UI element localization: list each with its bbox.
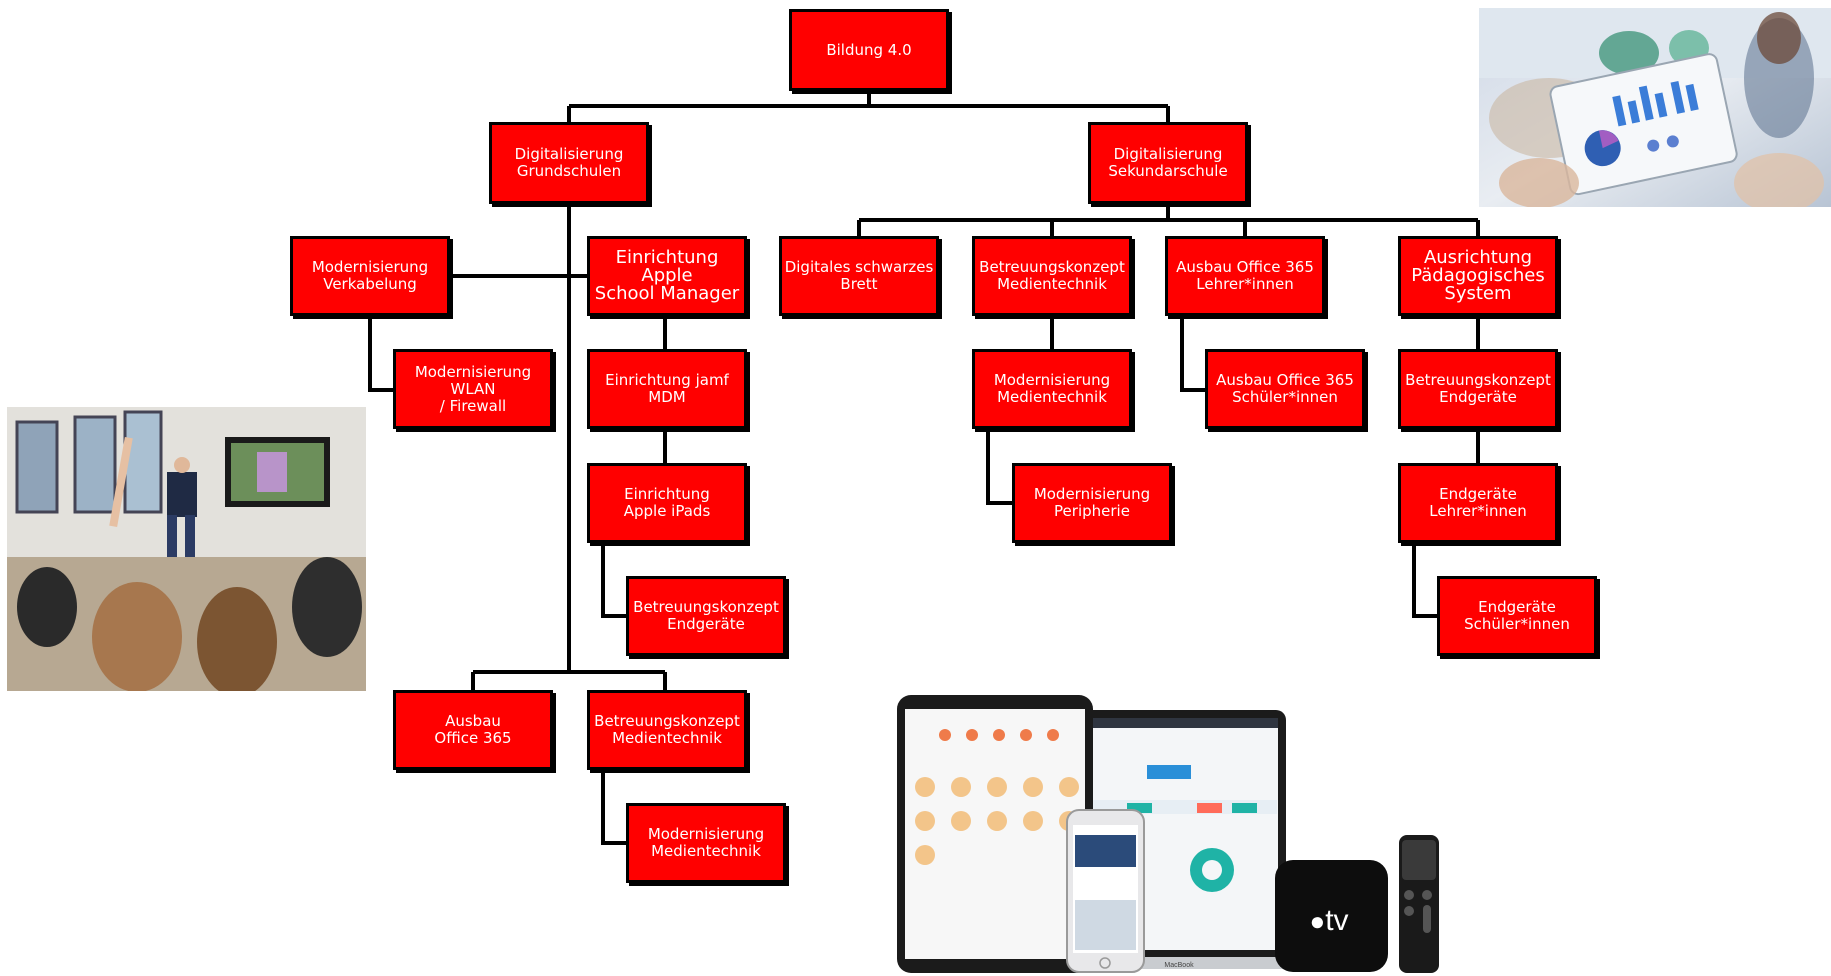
laptop-brand-label: MacBook [1164,962,1194,969]
node-modernisierung-medientechnik-grundschule: Modernisierung Medientechnik [626,803,786,883]
node-modernisierung-verkabelung: Modernisierung Verkabelung [290,236,450,316]
connector [601,544,627,618]
connector [368,316,395,392]
node-endgeraete-schueler: Endgeräte Schüler*innen [1437,576,1597,656]
node-modernisierung-wlan-firewall: Modernisierung WLAN / Firewall [393,349,553,429]
node-endgeraete-lehrer: Endgeräte Lehrer*innen [1398,463,1558,543]
node-bildung-4-0: Bildung 4.0 [789,9,949,91]
node-ausrichtung-paedagogisches-system: Ausrichtung Pädagogisches System [1398,236,1558,316]
node-ausbau-office-365-schueler: Ausbau Office 365 Schüler*innen [1205,349,1365,429]
connector [986,430,1012,505]
node-betreuungskonzept-endgeraete-grundschule: Betreuungskonzept Endgeräte [626,576,786,656]
connector [1180,317,1206,392]
node-digitales-schwarzes-brett: Digitales schwarzes Brett [779,236,939,316]
apple-tv-logo: ●tv [1309,904,1348,937]
node-betreuungskonzept-medientechnik-grundschule: Betreuungskonzept Medientechnik [587,690,747,770]
connector [601,770,627,845]
tablet-analytics-photo [1479,8,1831,207]
node-einrichtung-apple-school-manager: Einrichtung Apple School Manager [587,236,747,316]
classroom-photo [7,407,366,691]
node-digitalisierung-sekundarschule: Digitalisierung Sekundarschule [1088,122,1248,204]
node-modernisierung-peripherie: Modernisierung Peripherie [1012,463,1172,543]
node-ausbau-office-365-grundschule: Ausbau Office 365 [393,690,553,770]
node-ausbau-office-365-lehrer: Ausbau Office 365 Lehrer*innen [1165,236,1325,316]
apple-devices-illustration: MacBook ●tv [897,695,1447,976]
node-betreuungskonzept-medientechnik-sekundarschule: Betreuungskonzept Medientechnik [972,236,1132,316]
node-einrichtung-jamf-mdm: Einrichtung jamf MDM [587,349,747,429]
connector [1412,544,1438,618]
node-einrichtung-apple-ipads: Einrichtung Apple iPads [587,463,747,543]
apple-tv-box [1275,860,1388,972]
node-betreuungskonzept-endgeraete-sekundarschule: Betreuungskonzept Endgeräte [1398,349,1558,429]
node-modernisierung-medientechnik-sekundarschule: Modernisierung Medientechnik [972,349,1132,429]
node-digitalisierung-grundschulen: Digitalisierung Grundschulen [489,122,649,204]
